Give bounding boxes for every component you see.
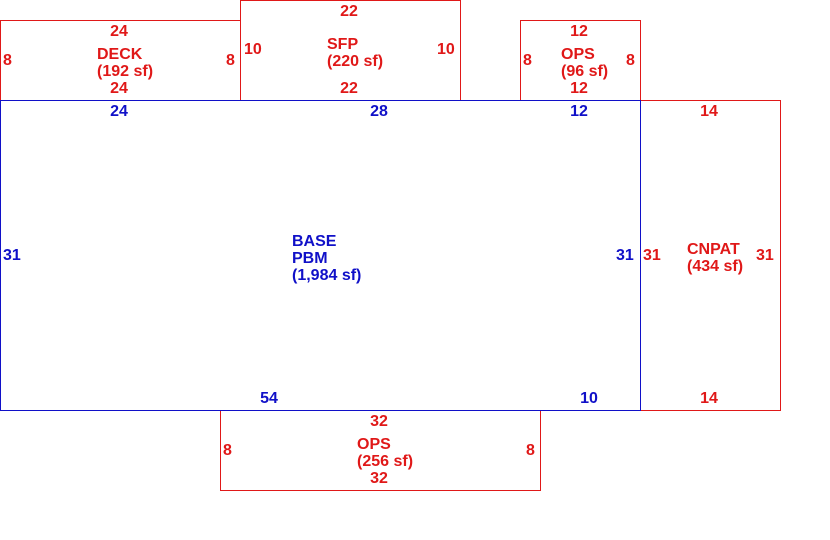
base-right-dimension: 31 — [616, 247, 634, 264]
base-top-mid-dimension: 28 — [370, 103, 388, 120]
deck-top-dimension: 24 — [110, 23, 128, 40]
cnpat-top-dimension: 14 — [700, 103, 718, 120]
cnpat-bottom-dimension: 14 — [700, 390, 718, 407]
base-bottom-mid-dimension: 54 — [260, 390, 278, 407]
ops-top-name: OPS — [561, 46, 595, 63]
sfp-right-dimension: 10 — [437, 41, 455, 58]
ops-top-area-label: (96 sf) — [561, 63, 609, 80]
base-bottom-right-dimension: 10 — [580, 390, 598, 407]
deck-bottom-dimension: 24 — [110, 80, 128, 97]
deck-left-dimension: 8 — [3, 52, 12, 69]
ops-bottom-top-dimension: 32 — [370, 413, 388, 430]
ops-top-left-dimension: 8 — [523, 52, 532, 69]
cnpat-area-label: (434 sf) — [687, 258, 744, 275]
ops-top-top-dimension: 12 — [570, 23, 588, 40]
base-top-left-dimension: 24 — [110, 103, 128, 120]
deck-name: DECK — [97, 46, 143, 63]
base-top-right-dimension: 12 — [570, 103, 588, 120]
ops-bottom-bottom-dimension: 32 — [370, 470, 388, 487]
deck-area-label: (192 sf) — [97, 63, 154, 80]
sfp-top-dimension: 22 — [340, 3, 358, 20]
cnpat-left-dimension: 31 — [643, 247, 661, 264]
ops-bottom-name: OPS — [357, 436, 391, 453]
base-name: BASE — [292, 233, 337, 250]
ops-bottom-left-dimension: 8 — [223, 442, 232, 459]
ops-top-bottom-dimension: 12 — [570, 80, 588, 97]
base-left-dimension: 31 — [3, 247, 21, 264]
sfp-bottom-dimension: 22 — [340, 80, 358, 97]
cnpat-name: CNPAT — [687, 241, 740, 258]
sfp-name: SFP — [327, 36, 359, 53]
base-code: PBM — [292, 250, 328, 267]
ops-bottom-area-label: (256 sf) — [357, 453, 414, 470]
ops-bottom-right-dimension: 8 — [526, 442, 535, 459]
base-area[interactable] — [0, 100, 641, 411]
deck-right-dimension: 8 — [226, 52, 235, 69]
ops-top-right-dimension: 8 — [626, 52, 635, 69]
base-area-label: (1,984 sf) — [292, 267, 362, 284]
sfp-left-dimension: 10 — [244, 41, 262, 58]
sfp-area-label: (220 sf) — [327, 53, 384, 70]
cnpat-right-dimension: 31 — [756, 247, 774, 264]
